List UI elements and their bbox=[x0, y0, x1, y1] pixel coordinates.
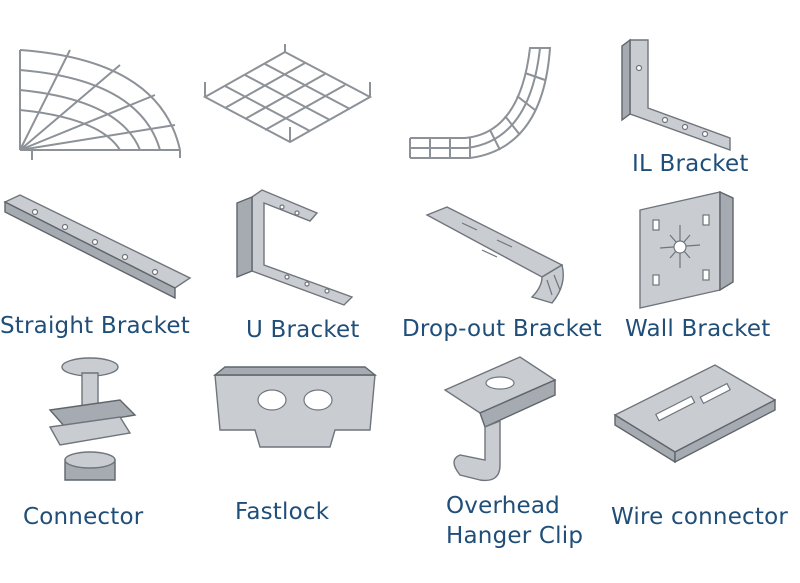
wire-connector-icon bbox=[613, 364, 777, 464]
straight-bracket: Straight Bracket bbox=[0, 190, 200, 340]
drop-out-bracket-label: Drop-out Bracket bbox=[402, 316, 602, 342]
drop-out-bracket: Drop-out Bracket bbox=[402, 205, 617, 350]
il-bracket: IL Bracket bbox=[600, 38, 760, 177]
vertical-bend-wire-tray bbox=[405, 38, 555, 163]
overhead-hanger-clip: Overhead Hanger Clip bbox=[440, 355, 590, 550]
hanger-clip-label-line1: Overhead bbox=[446, 493, 560, 519]
fastlock-label: Fastlock bbox=[235, 499, 330, 525]
connector: Connector bbox=[20, 355, 180, 535]
fastlock: Fastlock bbox=[210, 365, 380, 535]
drop-out-bracket-icon bbox=[425, 206, 564, 304]
curved-wire-tray bbox=[10, 40, 195, 160]
t-junction-wire-tray-icon bbox=[202, 44, 373, 144]
connector-label: Connector bbox=[23, 504, 144, 530]
hanger-clip-label-line2: Hanger Clip bbox=[446, 523, 584, 549]
il-bracket-label: IL Bracket bbox=[632, 151, 749, 177]
t-junction-wire-tray bbox=[200, 42, 375, 144]
il-bracket-icon bbox=[621, 38, 731, 151]
straight-bracket-label: Straight Bracket bbox=[0, 313, 190, 339]
wire-connector-label: Wire connector bbox=[611, 504, 789, 530]
fastlock-icon bbox=[213, 366, 377, 448]
overhead-hanger-clip-icon bbox=[443, 356, 557, 482]
u-bracket-icon bbox=[236, 189, 354, 306]
u-bracket: U Bracket bbox=[232, 185, 377, 345]
wall-bracket-icon bbox=[639, 190, 734, 309]
curved-wire-tray-icon bbox=[19, 49, 181, 160]
wire-connector: Wire connector bbox=[605, 360, 795, 535]
wall-bracket: Wall Bracket bbox=[625, 190, 790, 350]
u-bracket-label: U Bracket bbox=[246, 317, 360, 343]
wall-bracket-label: Wall Bracket bbox=[625, 316, 771, 342]
straight-bracket-icon bbox=[3, 194, 192, 300]
bolt-connector-icon bbox=[48, 357, 137, 481]
vertical-bend-wire-tray-icon bbox=[409, 47, 552, 159]
